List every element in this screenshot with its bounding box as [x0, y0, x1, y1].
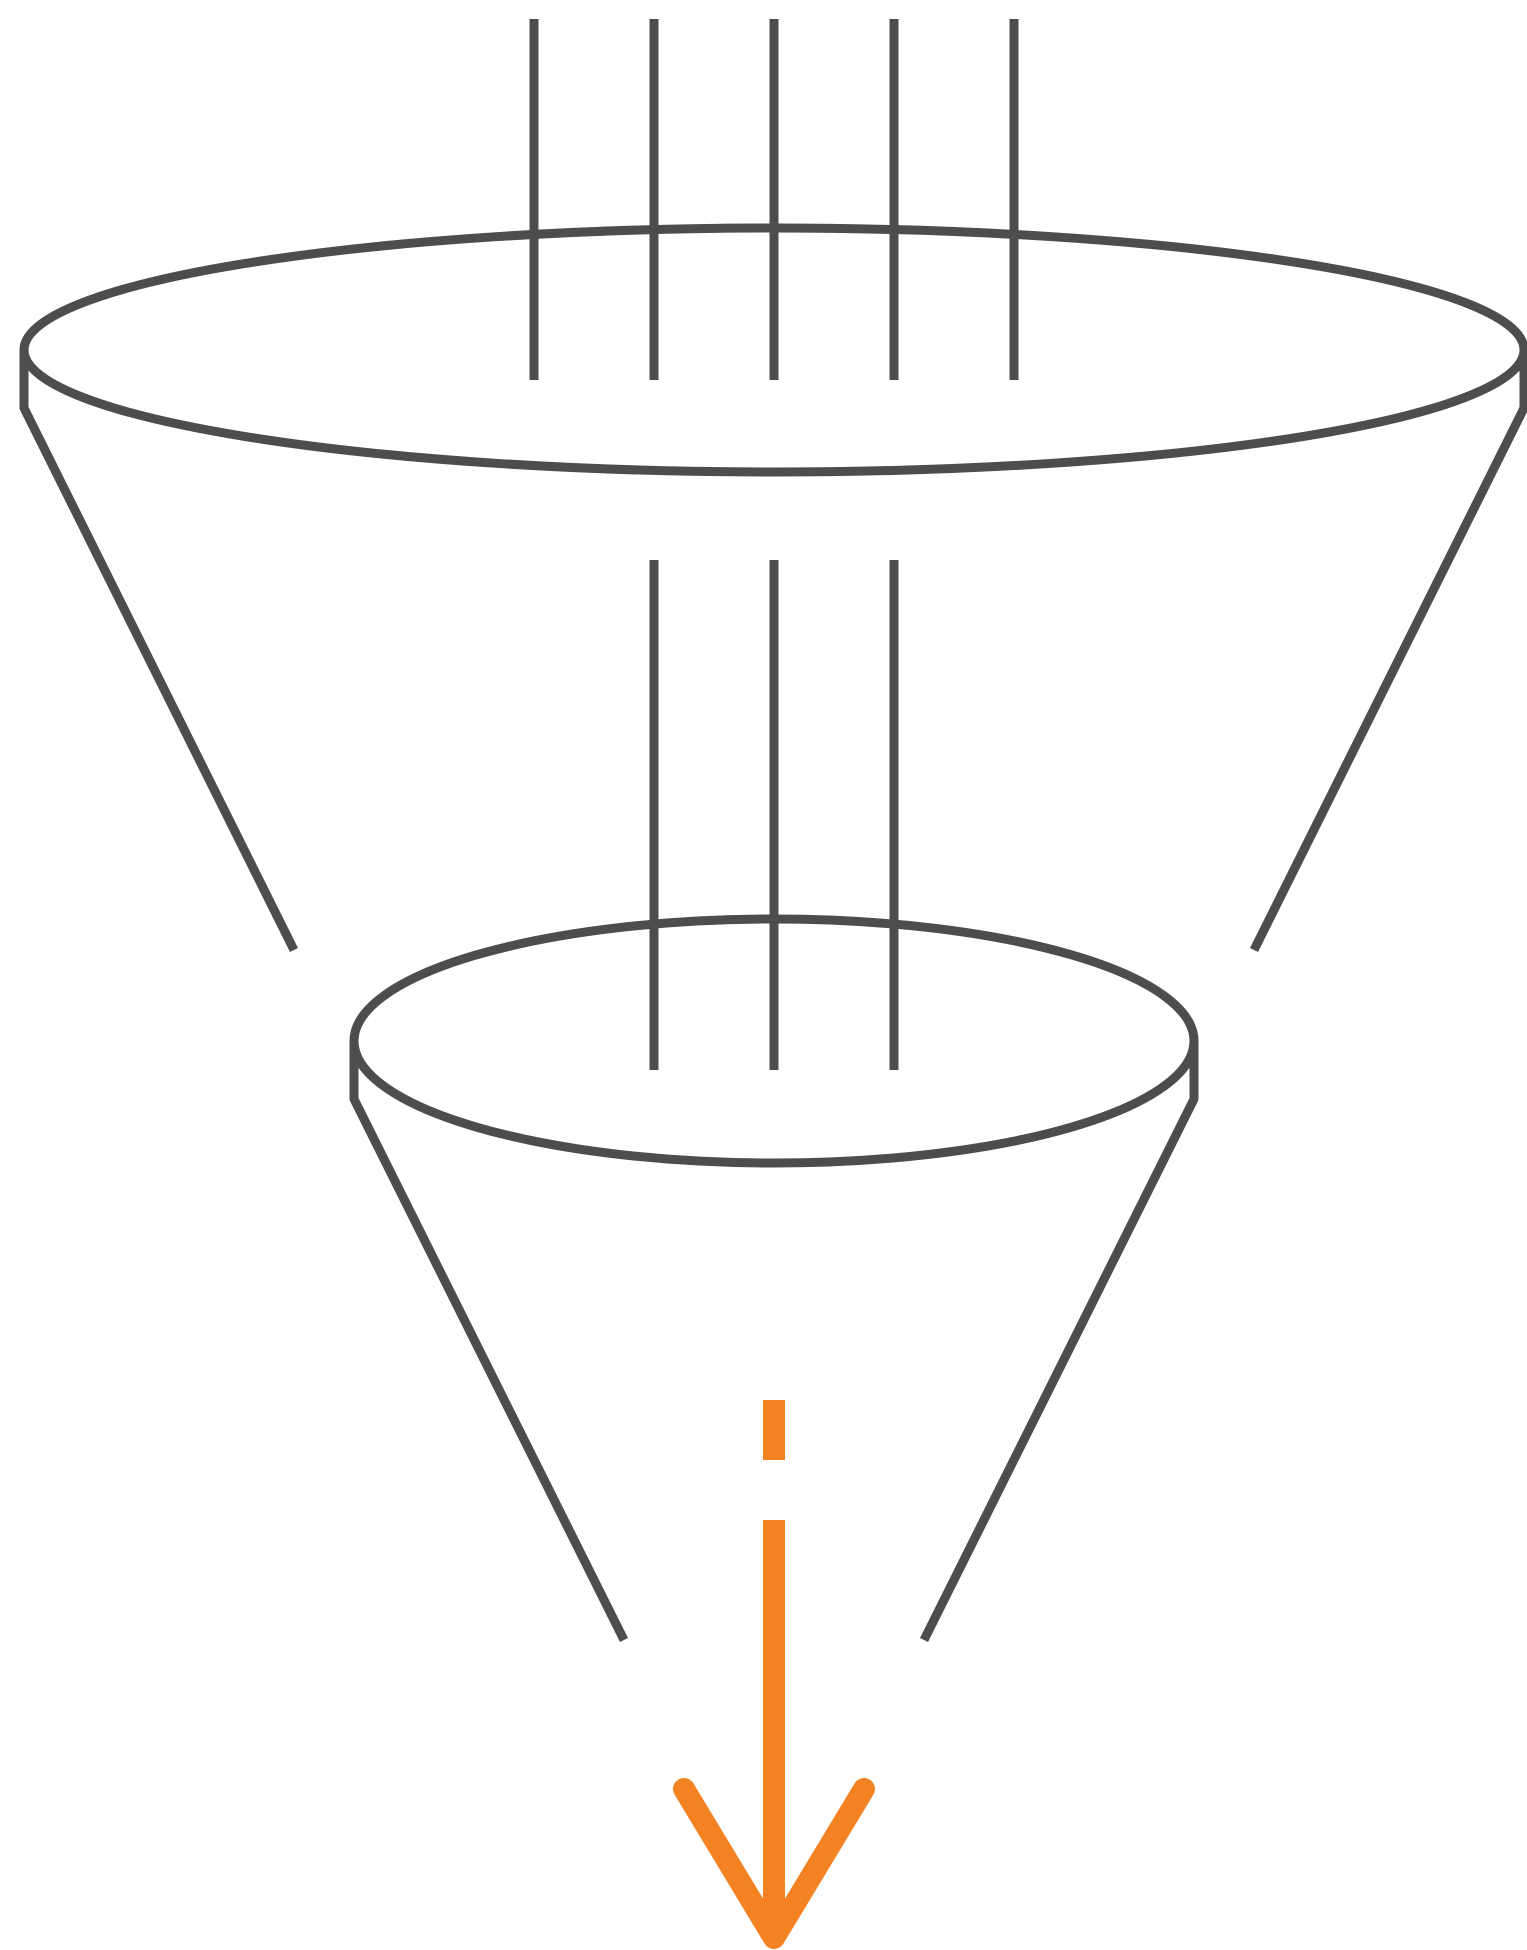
lower-funnel: [354, 560, 1194, 1640]
upper-input-lines: [534, 19, 1014, 380]
lower-input-lines: [654, 560, 894, 1070]
output-arrow: [684, 1400, 864, 1938]
